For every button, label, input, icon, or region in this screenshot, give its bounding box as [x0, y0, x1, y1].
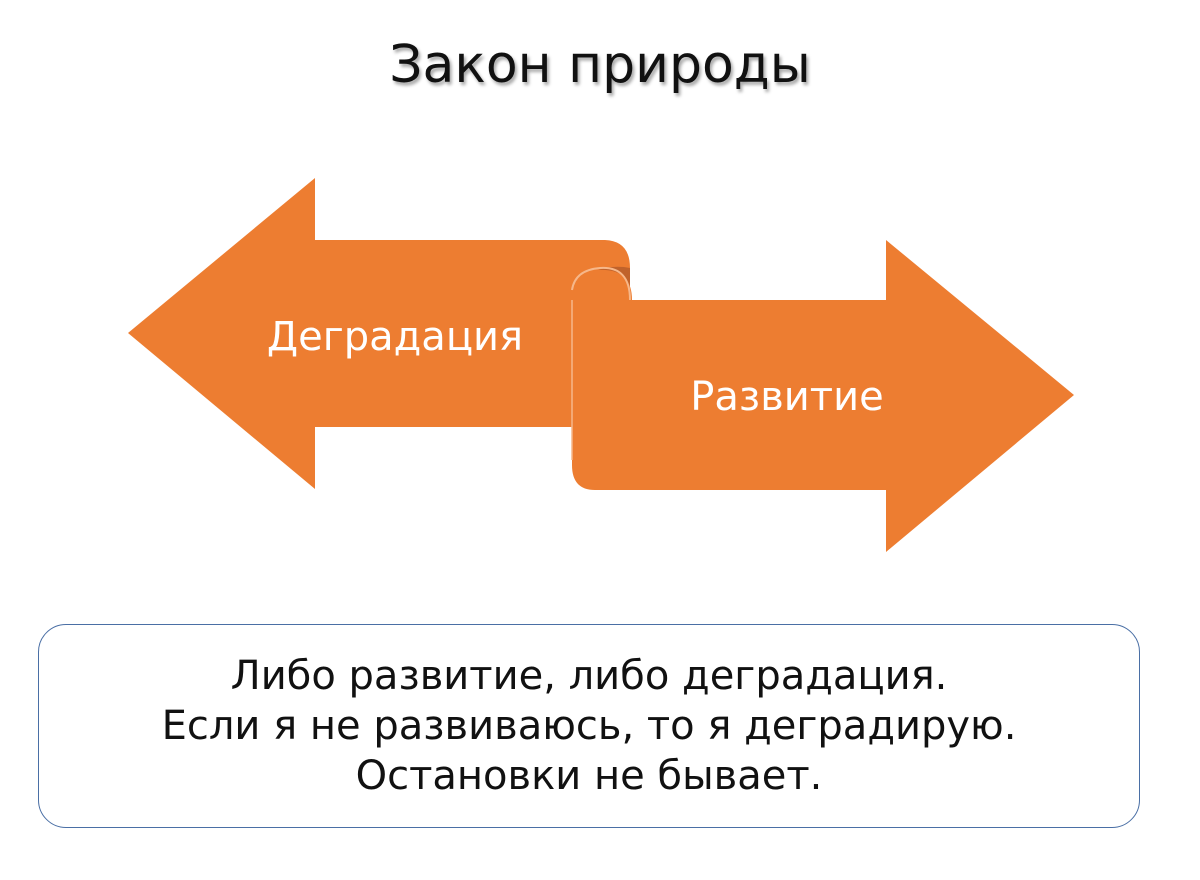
summary-line-1: Либо развитие, либо деградация. [230, 653, 948, 699]
left-arrow-shape [128, 178, 630, 489]
right-arrow-label: Развитие [690, 374, 883, 420]
summary-line-2: Если я не развиваюсь, то я деградирую. [161, 703, 1017, 749]
right-arrow-shape [572, 240, 1074, 552]
left-arrow-label: Деградация [267, 314, 523, 360]
slide-title: Закон природы [389, 35, 811, 95]
summary-box: Либо развитие, либо деградация. Если я н… [38, 624, 1140, 828]
left-right-ribbon-arrow: Деградация Развитие [128, 178, 1074, 552]
ribbon-fold-edge [571, 266, 631, 301]
summary-line-3: Остановки не бывает. [355, 753, 823, 799]
